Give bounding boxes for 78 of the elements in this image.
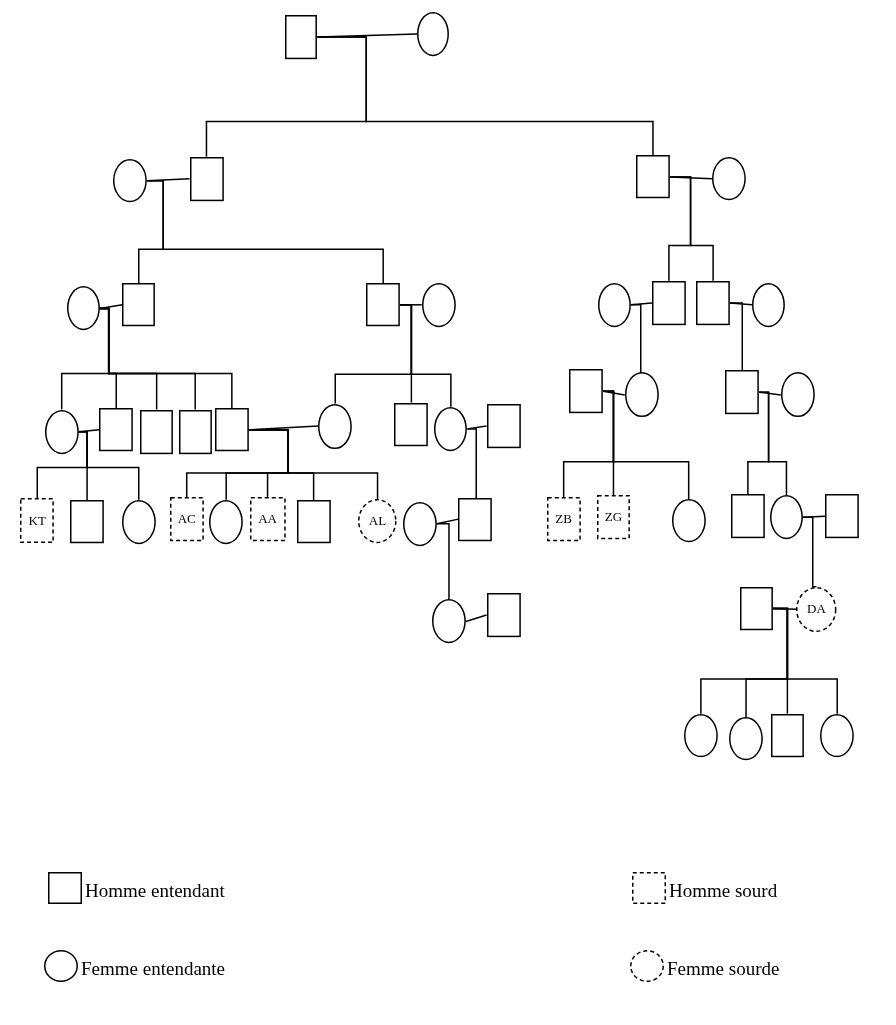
square-symbol: [696, 280, 730, 325]
legend-label: Femme entendante: [81, 958, 226, 980]
descent-line: [602, 390, 690, 501]
square-symbol: [70, 500, 104, 544]
square-symbol: [122, 283, 156, 327]
descent-line: [399, 304, 452, 408]
square-symbol: [730, 494, 765, 539]
square-symbol: [725, 370, 760, 415]
marriage-line: [465, 614, 488, 623]
square-symbol: [214, 408, 249, 452]
circle-symbol: [820, 713, 855, 757]
square-symbol: [140, 409, 174, 454]
circle-symbol: [434, 406, 468, 451]
initials-label: AC: [177, 512, 196, 527]
descent-line: [758, 391, 788, 496]
square-symbol: [569, 369, 604, 414]
circle-symbol: [712, 157, 746, 201]
marriage-line: [436, 518, 460, 525]
square-symbol: [486, 403, 521, 449]
initials-label: AL: [368, 514, 387, 528]
circle-symbol: [624, 372, 659, 418]
legend-label: Femme sourde: [667, 958, 780, 980]
descent-line: [99, 307, 233, 409]
dashed-square-symbol: [20, 498, 55, 544]
descent-line: [466, 428, 477, 499]
legend-label: Homme entendant: [85, 880, 225, 902]
circle-symbol: [417, 12, 449, 57]
square-symbol: [285, 14, 318, 59]
square-symbol: [824, 494, 859, 539]
square-symbol: [652, 280, 686, 325]
circle-symbol: [597, 282, 631, 327]
initials-label: ZB: [555, 512, 572, 527]
descent-line: [316, 36, 654, 157]
descent-line: [772, 607, 838, 715]
dashed-square-symbol: [169, 497, 204, 542]
dashed-square-symbol: [546, 497, 581, 542]
circle-symbol: [752, 282, 785, 327]
descent-line: [146, 179, 384, 284]
square-symbol: [366, 283, 401, 327]
circle-symbol: [770, 495, 803, 540]
circle-symbol: [683, 713, 718, 757]
circle-symbol: [421, 282, 456, 327]
square-symbol: [189, 156, 224, 201]
square-symbol: [486, 592, 521, 638]
dashed-square-symbol: [249, 497, 286, 542]
circle-symbol: [121, 499, 156, 544]
square-symbol: [394, 402, 429, 446]
circle-symbol: [113, 159, 148, 203]
initials-label: ZG: [604, 510, 623, 525]
circle-symbol: [729, 717, 763, 761]
circle-symbol: [780, 372, 815, 418]
square-symbol: [739, 586, 773, 631]
dashed-square-symbol: [597, 495, 630, 540]
initials-label: AA: [258, 512, 277, 527]
circle-symbol: [66, 286, 100, 331]
circle-symbol: [44, 409, 79, 454]
square-symbol: [770, 713, 804, 757]
initials-label: KT: [28, 514, 46, 528]
circle-symbol: [671, 499, 706, 543]
circle-symbol: [318, 403, 353, 449]
initials-label: DA: [807, 602, 826, 617]
descent-line: [436, 523, 450, 601]
descent-line: [77, 430, 140, 501]
dashed-circle-symbol: [358, 498, 397, 544]
descent-line: [630, 304, 643, 374]
circle-symbol: [432, 599, 466, 644]
square-symbol: [296, 500, 331, 544]
marriage-line: [99, 304, 124, 310]
dashed-circle-symbol: [796, 586, 837, 632]
circle-symbol: [402, 501, 437, 546]
square-symbol: [458, 497, 493, 541]
descent-line: [729, 302, 743, 371]
descent-line: [669, 176, 714, 282]
square-symbol: [99, 408, 134, 452]
square-symbol: [178, 409, 212, 454]
circle-symbol: [209, 499, 244, 544]
legend-label: Homme sourd: [669, 880, 778, 902]
square-symbol: [636, 155, 670, 199]
